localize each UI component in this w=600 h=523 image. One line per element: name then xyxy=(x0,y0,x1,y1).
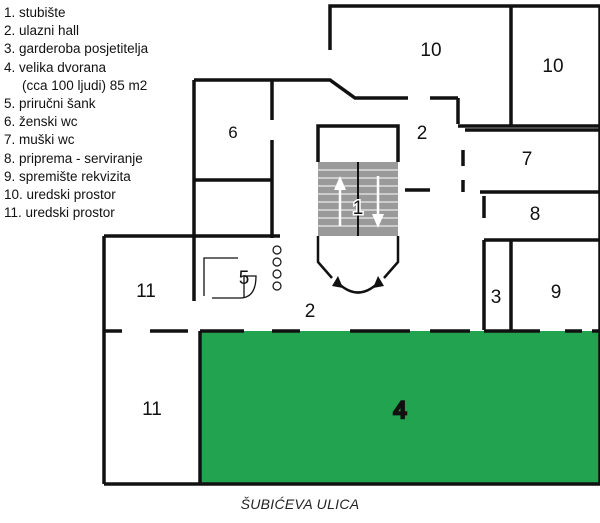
bar-counter xyxy=(203,245,282,299)
legend-item-4-detail: (cca 100 ljudi) 85 m2 xyxy=(22,77,148,93)
room-label-8: 8 xyxy=(530,204,541,225)
legend-item-7: 7. muški wc xyxy=(4,132,75,148)
legend-item-6: 6. ženski wc xyxy=(4,114,78,130)
walls xyxy=(102,4,600,486)
room-label-3: 3 xyxy=(491,287,502,308)
legend: 1. stubište 2. ulazni hall 3. garderoba … xyxy=(4,4,148,222)
room-label-10-left: 10 xyxy=(420,40,441,61)
room-label-2-upper: 2 xyxy=(417,123,428,144)
legend-item-8: 8. priprema - serviranje xyxy=(4,150,143,166)
legend-item-1: 1. stubište xyxy=(4,5,66,20)
room-label-9: 9 xyxy=(551,282,562,303)
room-label-2-lower: 2 xyxy=(305,301,316,322)
room-label-5: 5 xyxy=(239,268,250,289)
legend-item-2: 2. ulazni hall xyxy=(4,23,80,39)
legend-item-10: 10. uredski prostor xyxy=(4,187,116,203)
room-label-4: 4 xyxy=(393,397,406,424)
room-label-10-right: 10 xyxy=(542,56,563,77)
street-name: ŠUBIĆEVA ULICA xyxy=(240,496,360,512)
legend-item-3: 3. garderoba posjetitelja xyxy=(4,41,149,57)
room-4-fill xyxy=(200,331,600,484)
legend-item-4: 4. velika dvorana xyxy=(4,59,107,75)
room-label-11-upper: 11 xyxy=(136,281,156,302)
legend-item-9: 9. spremište rekvizita xyxy=(4,168,131,184)
room-label-7: 7 xyxy=(522,149,533,170)
legend-item-11: 11. uredski prostor xyxy=(4,205,115,221)
staircase xyxy=(318,162,398,236)
room-label-6: 6 xyxy=(228,123,237,142)
room-label-11-lower: 11 xyxy=(142,399,162,420)
room-label-1: 1 xyxy=(353,198,364,219)
staircase-outline xyxy=(316,124,400,294)
legend-item-5: 5. priručni šank xyxy=(4,96,96,112)
